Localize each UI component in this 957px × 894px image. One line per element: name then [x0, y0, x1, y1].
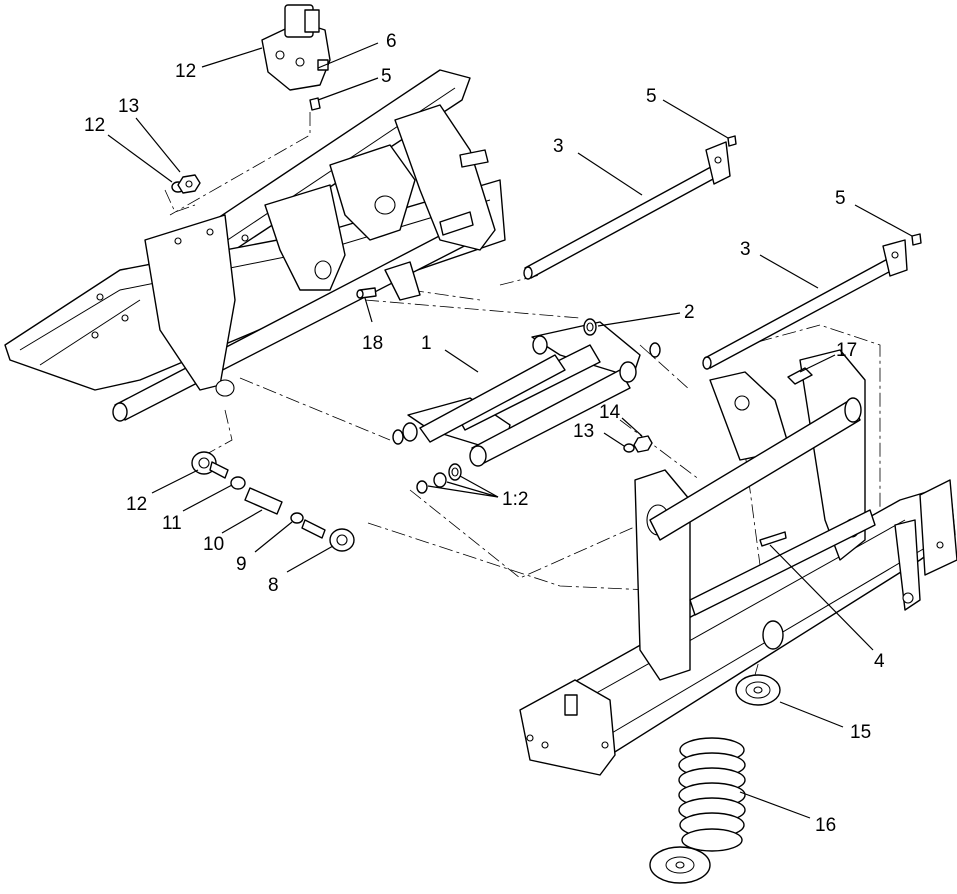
callout-16: 12	[175, 61, 196, 82]
callout-1-2: 1:2	[502, 489, 528, 510]
callout-3-upper: 3	[553, 136, 564, 157]
callout-9: 10	[203, 534, 224, 555]
callout-5-right: 5	[835, 188, 846, 209]
callout-11: 12	[126, 494, 147, 515]
washers	[392, 318, 661, 494]
callout-7: 8	[268, 575, 279, 596]
valve-assembly	[261, 4, 331, 111]
callout-5-mid: 5	[646, 86, 657, 107]
rear-frame	[4, 69, 506, 422]
callout-2: 2	[684, 302, 695, 323]
callout-17: 17	[836, 340, 857, 361]
callout-6: 6	[386, 31, 397, 52]
swing-arm	[402, 321, 641, 467]
callout-15: 16	[815, 815, 836, 836]
pin-18	[356, 287, 377, 299]
spring-assembly	[649, 674, 781, 884]
callout-10: 11	[162, 513, 182, 534]
callout-18: 18	[362, 333, 383, 354]
rod-lower	[702, 233, 922, 370]
nut-pair-upper	[171, 174, 201, 194]
callout-labels: 12 6 5 13 12 5 3 5 3 2 17 1 18 14 13 1:2…	[84, 31, 885, 836]
callout-4: 4	[874, 651, 885, 672]
turnbuckle	[191, 451, 355, 552]
callout-12-upper: 12	[84, 115, 105, 136]
callout-12-lower: 13	[573, 421, 594, 442]
callout-13-upper: 13	[118, 96, 139, 117]
nut-pair-lower	[623, 435, 653, 453]
callout-5-top: 5	[381, 66, 392, 87]
rod-upper	[523, 135, 737, 280]
callout-3-lower: 3	[740, 239, 751, 260]
callout-13-lower: 14	[599, 402, 621, 423]
callout-1: 1	[421, 333, 432, 354]
callout-8: 9	[236, 554, 247, 575]
callout-14: 15	[850, 722, 871, 743]
front-frame	[519, 349, 957, 776]
leader-lines	[107, 42, 913, 819]
